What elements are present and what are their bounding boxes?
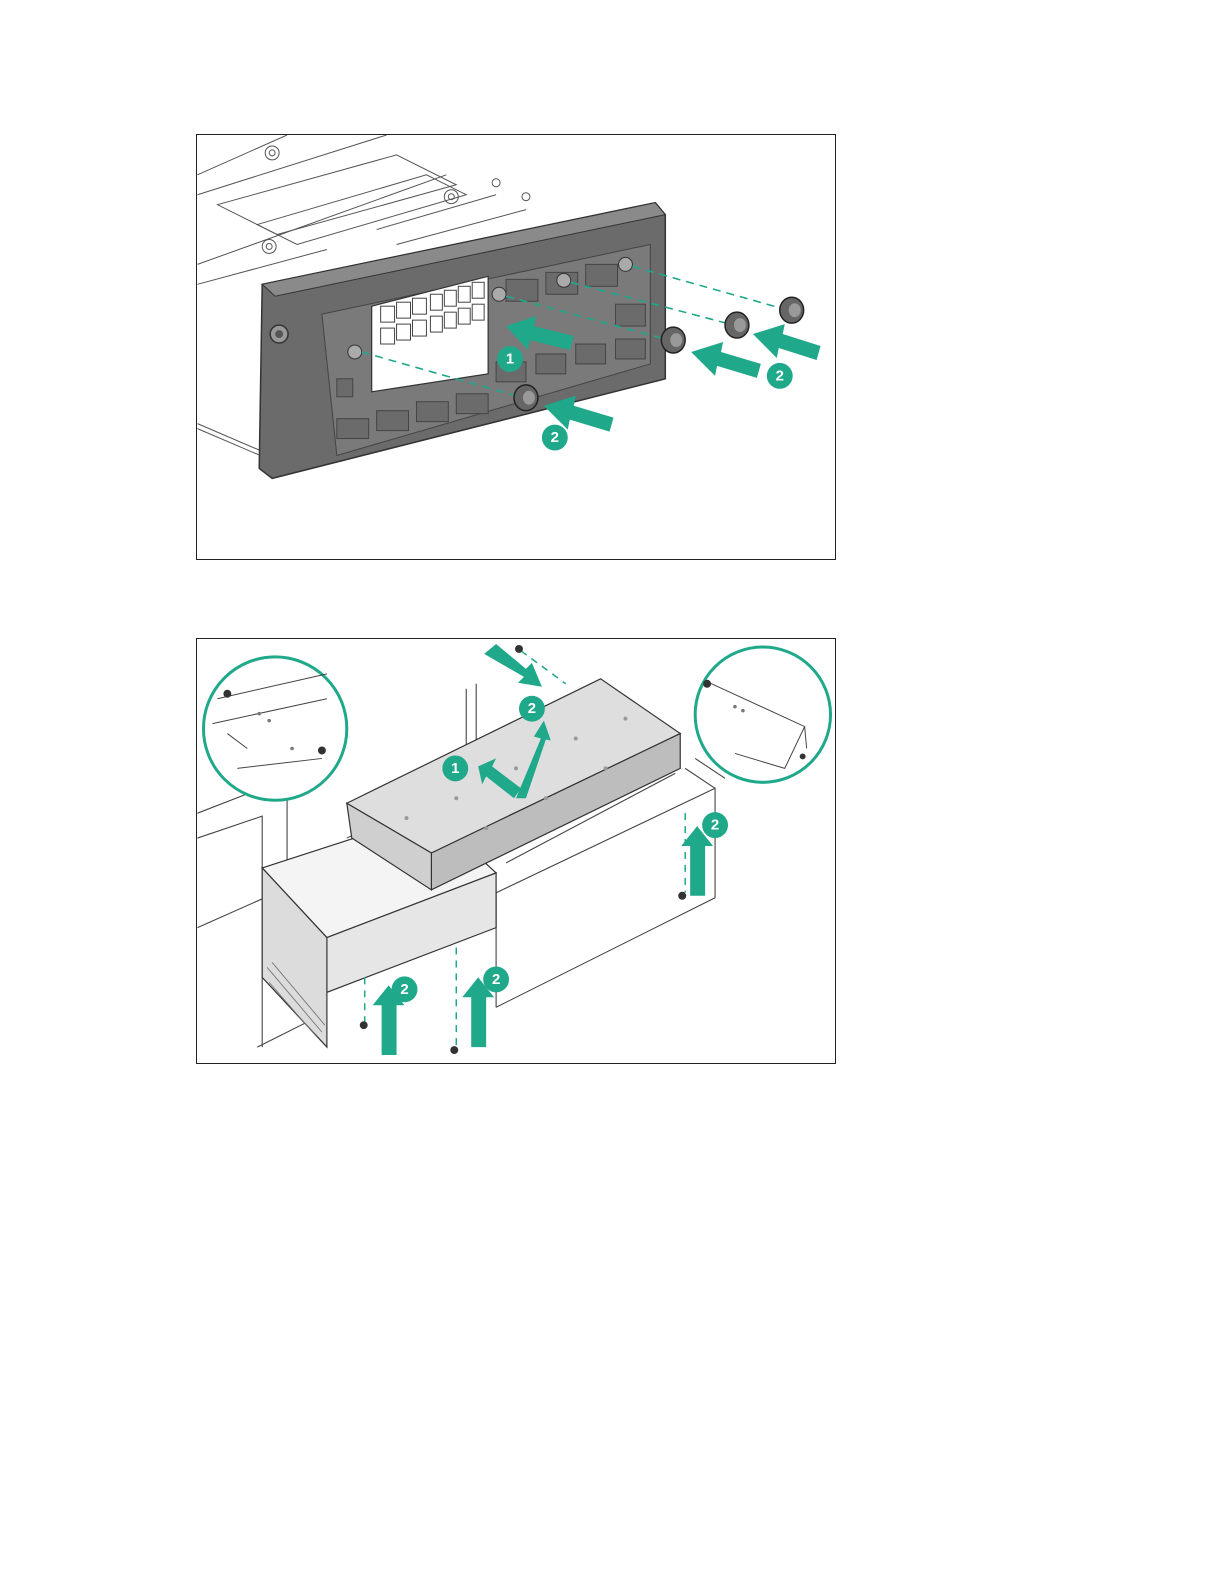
front-bracket	[259, 203, 665, 479]
bracket-illustration: 1 2 2	[197, 135, 835, 559]
callout-step-1: 1	[497, 346, 523, 372]
svg-text:1: 1	[506, 350, 514, 367]
callout-step-2: 2	[702, 812, 728, 838]
svg-text:2: 2	[400, 981, 408, 998]
callout-step-2: 2	[767, 363, 793, 389]
detail-circle-left	[203, 657, 346, 800]
callout-step-2: 2	[542, 425, 568, 451]
detail-circle-right	[695, 647, 830, 782]
figure-bracket-removal: 1 2 2	[196, 134, 836, 560]
svg-text:2: 2	[551, 429, 559, 446]
svg-text:2: 2	[711, 817, 719, 834]
figure-gpu-cage-removal: 2 1 2 2 2	[196, 638, 836, 1064]
svg-text:2: 2	[492, 971, 500, 988]
svg-text:2: 2	[528, 700, 536, 717]
cage-illustration: 2 1 2 2 2	[197, 639, 835, 1063]
callout-step-2: 2	[519, 696, 545, 722]
callout-step-1: 1	[442, 755, 468, 781]
callout-step-2: 2	[483, 966, 509, 992]
callout-step-2: 2	[392, 976, 418, 1002]
svg-text:1: 1	[451, 760, 459, 777]
svg-text:2: 2	[776, 367, 784, 384]
